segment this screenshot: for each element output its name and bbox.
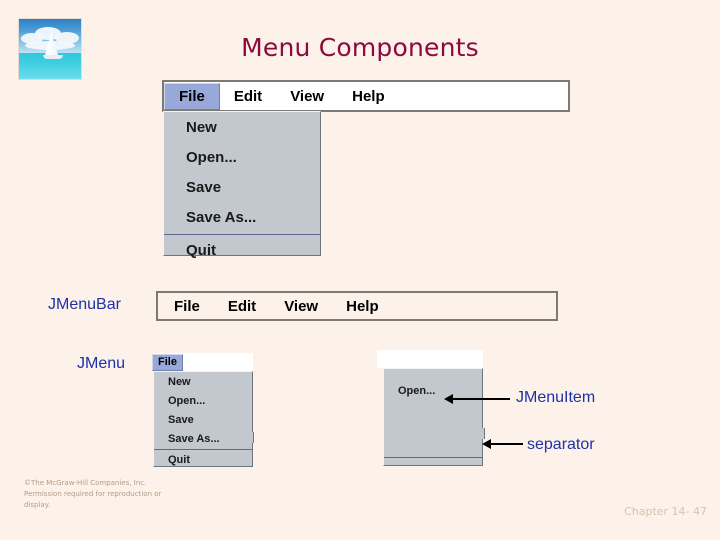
menu-item-open[interactable]: Open...: [398, 385, 436, 397]
menu-item-open[interactable]: Open...: [168, 394, 206, 407]
dropdown-edge-stub: [481, 428, 485, 439]
menu-item-new[interactable]: New: [168, 375, 191, 388]
menu-view[interactable]: View: [284, 297, 319, 315]
hull-icon: [43, 55, 63, 59]
dropdown-edge-stub: [250, 432, 254, 443]
menu-item-blank[interactable]: [384, 413, 482, 457]
zoomed-menubar-strip: [377, 350, 483, 368]
jmenubar-example[interactable]: File Edit View Help: [156, 291, 558, 321]
menu-item-save-as[interactable]: Save As...: [168, 432, 220, 445]
copyright-notice: ©The McGraw-Hill Companies, Inc. Permiss…: [24, 478, 264, 511]
menu-separator: [384, 457, 482, 458]
cloud-icon: [21, 33, 43, 44]
menu-view[interactable]: View: [290, 87, 325, 105]
menu-edit[interactable]: Edit: [233, 87, 263, 105]
callout-label-jmenubar: JMenuBar: [48, 296, 121, 313]
copyright-line-2: Permission required for reproduction or: [24, 489, 162, 498]
menu-separator: [154, 449, 252, 450]
menu-item-save-as[interactable]: Save As...: [186, 208, 257, 226]
zoomed-dropdown[interactable]: Open...: [383, 368, 483, 466]
arrow-icon-separator: [482, 439, 523, 449]
jmenu-example-menubar[interactable]: File: [152, 353, 253, 371]
menu-file[interactable]: File: [164, 82, 220, 110]
sail-icon: [52, 35, 58, 55]
callout-label-separator: separator: [527, 436, 595, 453]
dropdown-edge-stub: [316, 196, 321, 212]
sailboat-photo: [18, 18, 82, 80]
callout-label-jmenuitem: JMenuItem: [516, 389, 596, 406]
menu-item-save[interactable]: Save: [168, 413, 194, 426]
chapter-page-number: Chapter 14- 47: [624, 505, 707, 518]
page-title: Menu Components: [241, 33, 479, 62]
demo-menubar[interactable]: File Edit View Help: [162, 80, 570, 112]
callout-label-jmenu: JMenu: [77, 355, 126, 372]
mast-icon: [51, 30, 52, 56]
demo-file-dropdown[interactable]: New Open... Save Save As... Quit: [163, 111, 321, 259]
menu-item-quit[interactable]: Quit: [186, 241, 216, 259]
menu-edit[interactable]: Edit: [227, 297, 257, 315]
arrow-icon-jmenuitem: [444, 394, 510, 404]
jmenu-example-dropdown[interactable]: New Open... Save Save As... Quit: [153, 371, 253, 467]
copyright-line-1: ©The McGraw-Hill Companies, Inc.: [24, 479, 147, 487]
menu-file[interactable]: File: [152, 353, 183, 371]
menu-file[interactable]: File: [174, 297, 200, 315]
copyright-line-3: display.: [24, 500, 51, 509]
menu-help[interactable]: Help: [352, 87, 385, 105]
menu-item-new[interactable]: New: [186, 118, 217, 136]
menu-item-quit[interactable]: Quit: [168, 453, 190, 466]
menu-item-save[interactable]: Save: [186, 178, 222, 196]
sail-icon: [45, 33, 51, 55]
menu-help[interactable]: Help: [346, 297, 379, 315]
menu-item-open[interactable]: Open...: [186, 148, 237, 166]
menu-separator: [164, 234, 320, 235]
menu-item-blank-2[interactable]: [384, 458, 482, 502]
